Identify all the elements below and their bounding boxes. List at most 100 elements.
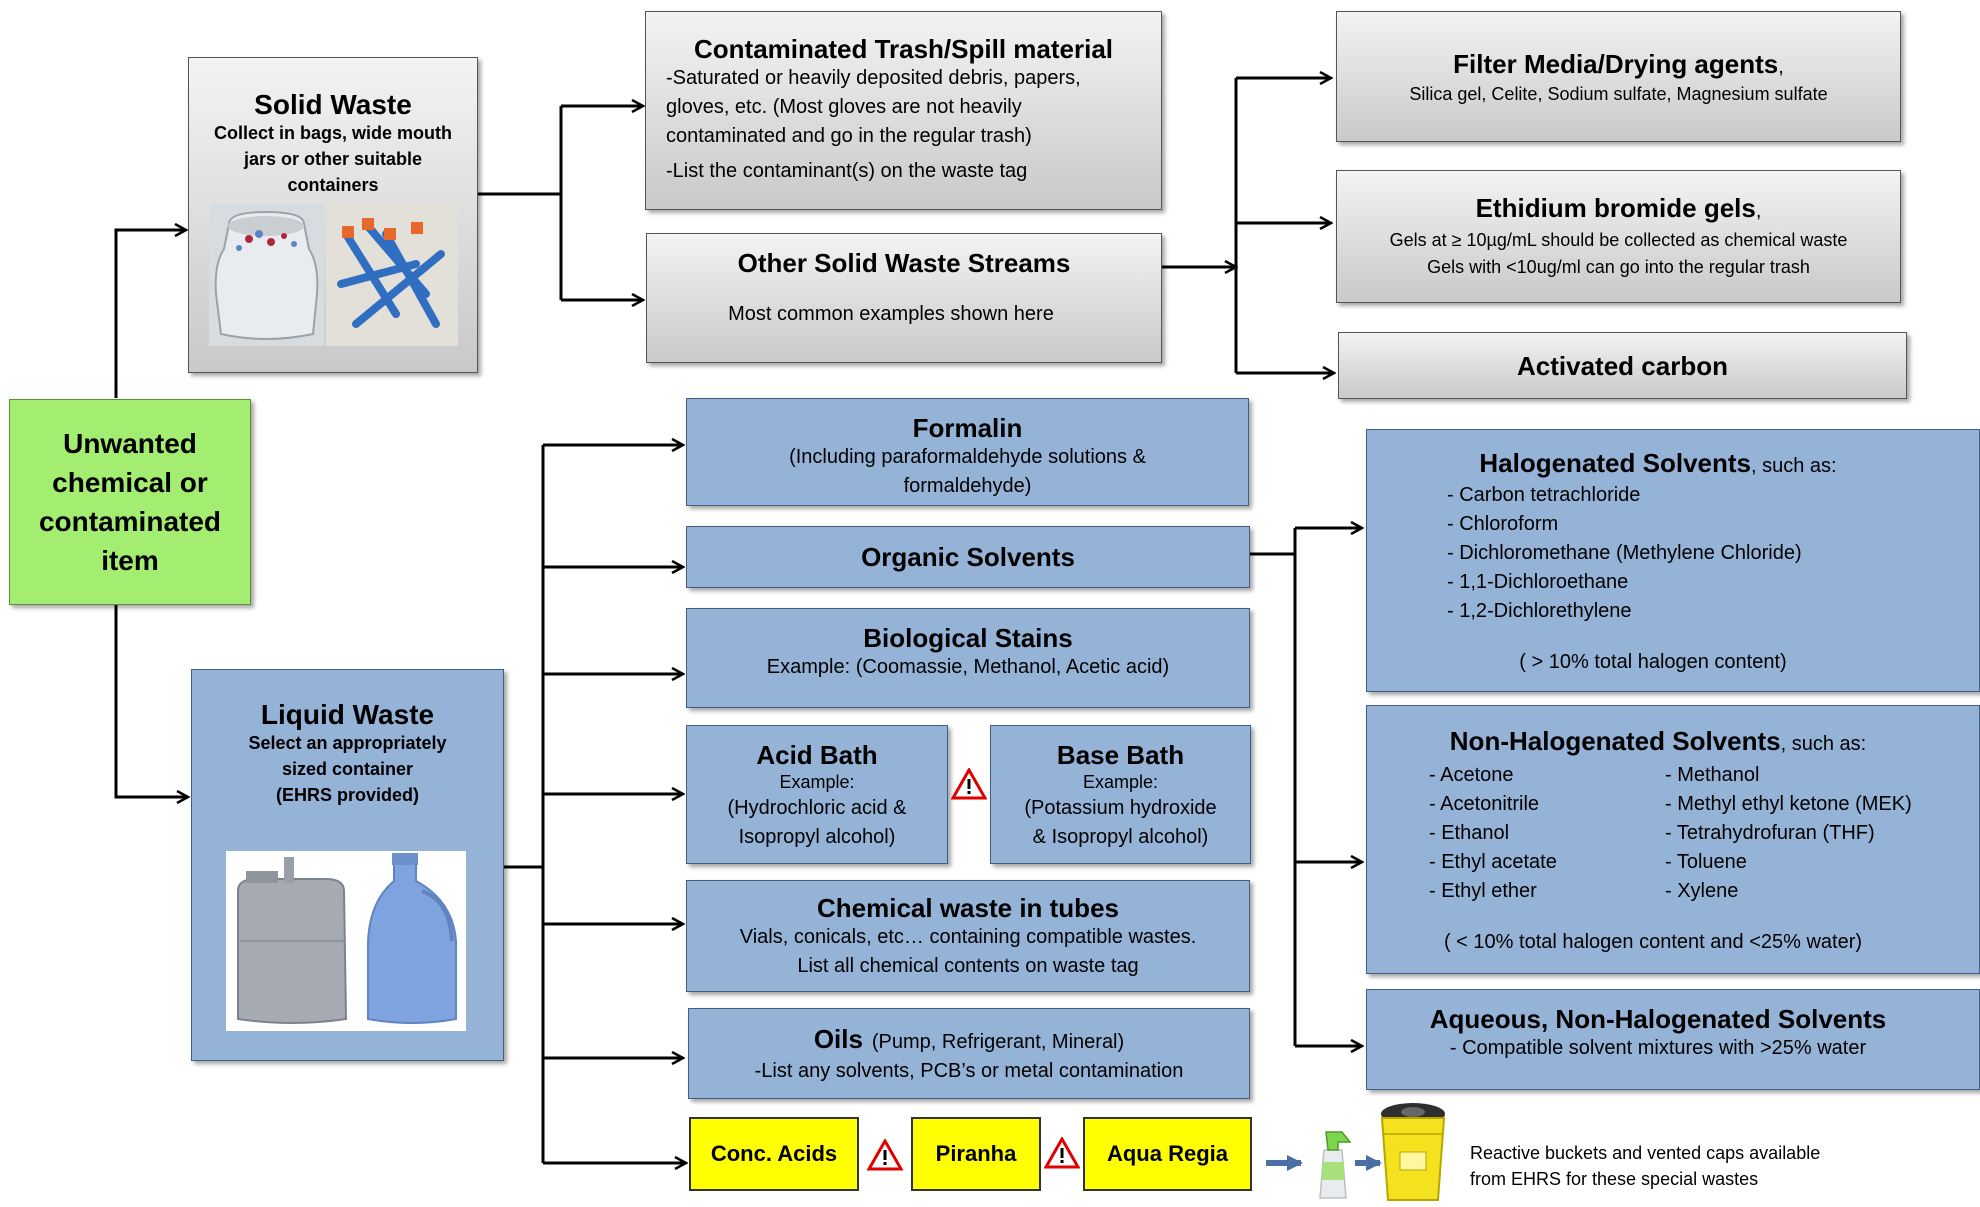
solid-waste-title: Solid Waste (254, 89, 412, 120)
ethidium-bromide-title-suffix: , (1755, 200, 1762, 222)
warning-triangle-icon (867, 1139, 903, 1171)
special-note-line-1: Reactive buckets and vented caps availab… (1470, 1143, 1821, 1163)
carboy-photo (226, 851, 358, 1031)
contaminated-trash-line-2: gloves, etc. (Most gloves are not heavil… (666, 96, 1022, 118)
liquid-waste-desc-1: Select an appropriately (248, 733, 447, 753)
organic-solvents-title: Organic Solvents (861, 542, 1075, 572)
ethidium-bromide-title: Ethidium bromide gels (1475, 193, 1756, 223)
nonhalogenated-item: - Toluene (1665, 851, 1747, 873)
chemical-tubes-line-2: List all chemical contents on waste tag (797, 955, 1139, 977)
nonhalogenated-footer: ( < 10% total halogen content and <25% w… (1443, 931, 1863, 953)
halogenated-box: Halogenated Solvents, such as: - Carbon … (1366, 429, 1980, 692)
chemical-tubes-title: Chemical waste in tubes (817, 893, 1119, 923)
warning-triangle-icon (951, 768, 987, 800)
formalin-box: Formalin (Including paraformaldehyde sol… (686, 398, 1249, 506)
oils-box: Oils (Pump, Refrigerant, Mineral) -List … (688, 1008, 1250, 1099)
ethidium-bromide-line-1: Gels at ≥ 10µg/mL should be collected as… (1389, 230, 1848, 250)
acid-bath-line-3: Isopropyl alcohol) (738, 826, 896, 848)
bucket-photo (1380, 1103, 1446, 1201)
base-bath-title: Base Bath (1056, 740, 1185, 770)
oils-desc: -List any solvents, PCB’s or metal conta… (754, 1060, 1184, 1082)
oils-title: Oils (813, 1024, 863, 1054)
liquid-waste-title: Liquid Waste (260, 699, 435, 730)
halogenated-item: - 1,2-Dichlorethylene (1447, 600, 1632, 622)
filter-media-title: Filter Media/Drying agents (1453, 49, 1779, 79)
contaminated-trash-line-1: -Saturated or heavily deposited debris, … (666, 67, 1081, 89)
special-aqua-regia: Aqua Regia (1083, 1117, 1252, 1191)
base-bath-line-3: & Isopropyl alcohol) (1032, 826, 1209, 848)
filter-media-desc: Silica gel, Celite, Sodium sulfate, Magn… (1409, 84, 1828, 104)
special-conc-acids: Conc. Acids (689, 1117, 859, 1191)
halogenated-title-suffix: , such as: (1751, 455, 1837, 477)
solid-waste-desc-1: Collect in bags, wide mouth (213, 123, 453, 143)
oils-title-extra: (Pump, Refrigerant, Mineral) (871, 1031, 1125, 1053)
special-note: Reactive buckets and vented caps availab… (1470, 1140, 1820, 1192)
other-solid-waste-box: Other Solid Waste Streams Most common ex… (646, 233, 1162, 363)
halogenated-item: - 1,1-Dichloroethane (1447, 571, 1629, 593)
aqueous-box: Aqueous, Non-Halogenated Solvents - Comp… (1366, 989, 1980, 1090)
solid-waste-desc-2: jars or other suitable (243, 149, 423, 169)
jar-photo (209, 204, 324, 346)
contaminated-trash-box: Contaminated Trash/Spill material -Satur… (645, 11, 1162, 210)
activated-carbon-title: Activated carbon (1517, 350, 1728, 381)
nonhalogenated-item: - Acetonitrile (1429, 793, 1540, 815)
acid-bath-title: Acid Bath (756, 740, 878, 770)
nonhalogenated-item: - Ethyl ether (1429, 880, 1537, 902)
warning-triangle-icon (1044, 1137, 1080, 1169)
base-bath-line-1: Example: (1082, 772, 1159, 792)
biological-stains-desc: Example: (Coomassie, Methanol, Acetic ac… (766, 656, 1170, 678)
nonhalogenated-box: Non-Halogenated Solvents, such as: - Ace… (1366, 705, 1980, 974)
root-box: Unwanted chemical or contaminated item (9, 399, 251, 605)
ethidium-bromide-box: Ethidium bromide gels, Gels at ≥ 10µg/mL… (1336, 170, 1901, 303)
formalin-line-1: (Including paraformaldehyde solutions & (789, 446, 1146, 468)
other-solid-waste-title: Other Solid Waste Streams (737, 248, 1071, 278)
bag-photo (326, 204, 458, 346)
nonhalogenated-title: Non-Halogenated Solvents (1449, 726, 1781, 756)
nonhalogenated-item: - Xylene (1665, 880, 1739, 902)
filter-media-title-suffix: , (1778, 56, 1784, 78)
liquid-waste-desc-2: sized container (281, 759, 414, 779)
jug-photo (358, 851, 466, 1031)
halogenated-item: - Chloroform (1447, 513, 1559, 535)
special-aqua-regia-label: Aqua Regia (1106, 1141, 1229, 1166)
nonhalogenated-item: - Ethyl acetate (1429, 851, 1557, 873)
formalin-line-2: formaldehyde) (903, 475, 1032, 497)
special-note-line-2: from EHRS for these special wastes (1470, 1169, 1759, 1189)
contaminated-trash-line-3: contaminated and go in the regular trash… (666, 125, 1032, 147)
acid-bath-line-1: Example: (779, 772, 855, 792)
nonhalogenated-item: - Methanol (1665, 764, 1760, 786)
activated-carbon-box: Activated carbon (1338, 332, 1907, 399)
halogenated-item: - Dichloromethane (Methylene Chloride) (1447, 542, 1802, 564)
filter-media-box: Filter Media/Drying agents, Silica gel, … (1336, 11, 1901, 142)
acid-bath-box: Acid Bath Example: (Hydrochloric acid & … (686, 725, 948, 864)
base-bath-box: Base Bath Example: (Potassium hydroxide … (990, 725, 1251, 864)
halogenated-title: Halogenated Solvents (1479, 448, 1751, 478)
organic-solvents-box: Organic Solvents (686, 526, 1250, 588)
base-bath-line-2: (Potassium hydroxide (1024, 797, 1217, 819)
nonhalogenated-item: - Acetone (1429, 764, 1514, 786)
liquid-waste-box: Liquid Waste Select an appropriately siz… (191, 669, 504, 1061)
formalin-title: Formalin (912, 413, 1023, 443)
special-piranha-label: Piranha (935, 1141, 1017, 1166)
acid-bath-line-2: (Hydrochloric acid & (727, 797, 907, 819)
liquid-waste-desc-3: (EHRS provided) (275, 785, 419, 805)
ethidium-bromide-line-2: Gels with <10ug/ml can go into the regul… (1427, 257, 1810, 277)
root-label: Unwanted chemical or contaminated item (38, 428, 222, 576)
special-piranha: Piranha (911, 1117, 1041, 1191)
nonhalogenated-item: - Ethanol (1429, 822, 1510, 844)
solid-waste-box: Solid Waste Collect in bags, wide mouth … (188, 57, 478, 373)
halogenated-item: - Carbon tetrachloride (1447, 484, 1641, 506)
nonhalogenated-title-suffix: , such as: (1780, 733, 1867, 755)
contaminated-trash-line-4: -List the contaminant(s) on the waste ta… (666, 160, 1028, 182)
chemical-tubes-line-1: Vials, conicals, etc… containing compati… (739, 926, 1197, 948)
aqueous-desc: - Compatible solvent mixtures with >25% … (1449, 1037, 1867, 1059)
solid-waste-desc-3: containers (287, 175, 379, 195)
halogenated-footer: ( > 10% total halogen content) (1519, 651, 1787, 673)
nonhalogenated-item: - Tetrahydrofuran (THF) (1665, 822, 1875, 844)
spray-bottle-photo (1319, 1131, 1352, 1199)
other-solid-waste-desc: Most common examples shown here (728, 303, 1054, 325)
biological-stains-box: Biological Stains Example: (Coomassie, M… (686, 608, 1250, 708)
chemical-tubes-box: Chemical waste in tubes Vials, conicals,… (686, 880, 1250, 992)
contaminated-trash-title: Contaminated Trash/Spill material (694, 34, 1113, 64)
aqueous-title: Aqueous, Non-Halogenated Solvents (1429, 1004, 1887, 1034)
